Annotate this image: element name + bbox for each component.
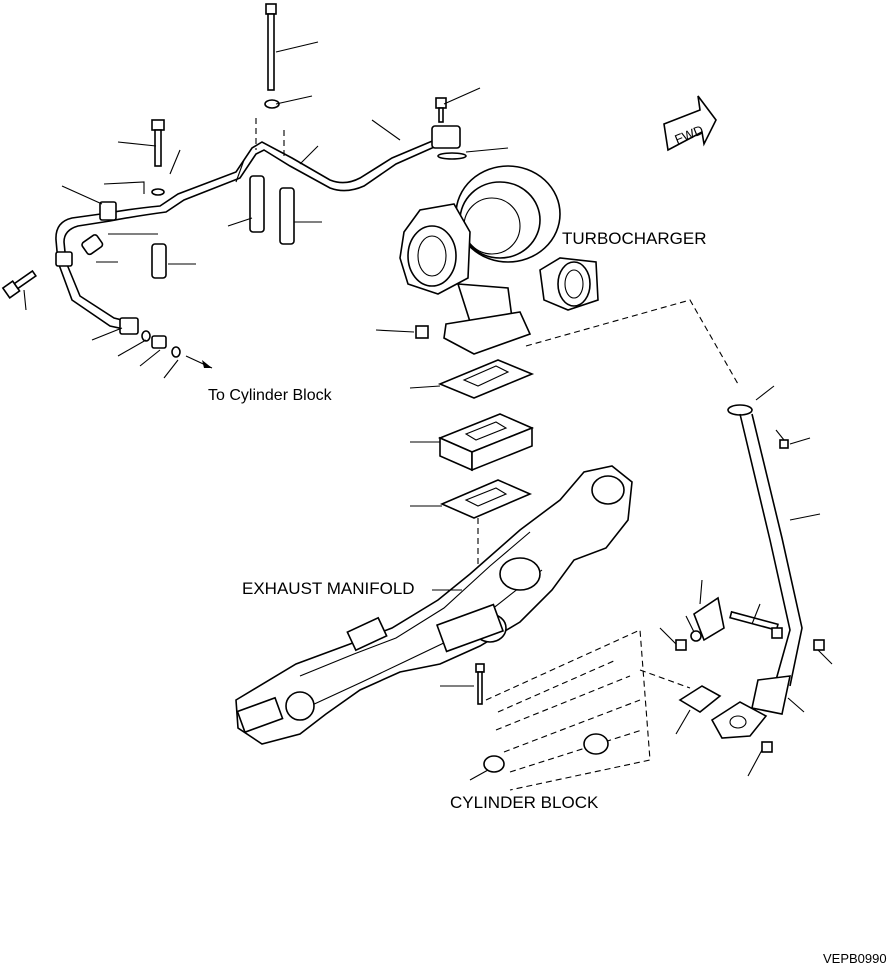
turbocharger-label: TURBOCHARGER [562, 229, 707, 248]
adapter-fittings [141, 330, 213, 369]
clamp-bolt [1, 269, 37, 299]
cylinder-block-label: CYLINDER BLOCK [450, 793, 599, 812]
dashed-guide-drain [525, 299, 739, 385]
washer [264, 99, 280, 109]
drain-nut-washer [659, 615, 702, 651]
spacer-tubes [81, 175, 295, 279]
banjo-bolt [151, 119, 165, 196]
fwd-arrow-icon: FWD [663, 95, 717, 152]
cylinder-block [469, 629, 651, 791]
turbo-nut [375, 325, 429, 339]
gasket-lower [410, 479, 533, 519]
to-cylinder-block-label: To Cylinder Block [208, 387, 333, 404]
figure-code: VEPB0990 [823, 951, 887, 966]
oil-supply-pipe [55, 125, 461, 335]
long-bolt [265, 3, 277, 91]
gasket-upper [409, 359, 535, 399]
dashed-guide-block [639, 669, 691, 689]
turbocharger [399, 87, 599, 355]
spacer-block [410, 413, 535, 472]
drain-bracket [693, 579, 783, 642]
drain-bolts [747, 429, 833, 777]
manifold-bolt [440, 663, 485, 705]
leader-lines-left [23, 41, 401, 379]
oil-drain-tube [710, 385, 821, 739]
exhaust-manifold [235, 465, 633, 745]
drain-gasket [675, 685, 722, 735]
exhaust-manifold-label: EXHAUST MANIFOLD [242, 579, 415, 598]
